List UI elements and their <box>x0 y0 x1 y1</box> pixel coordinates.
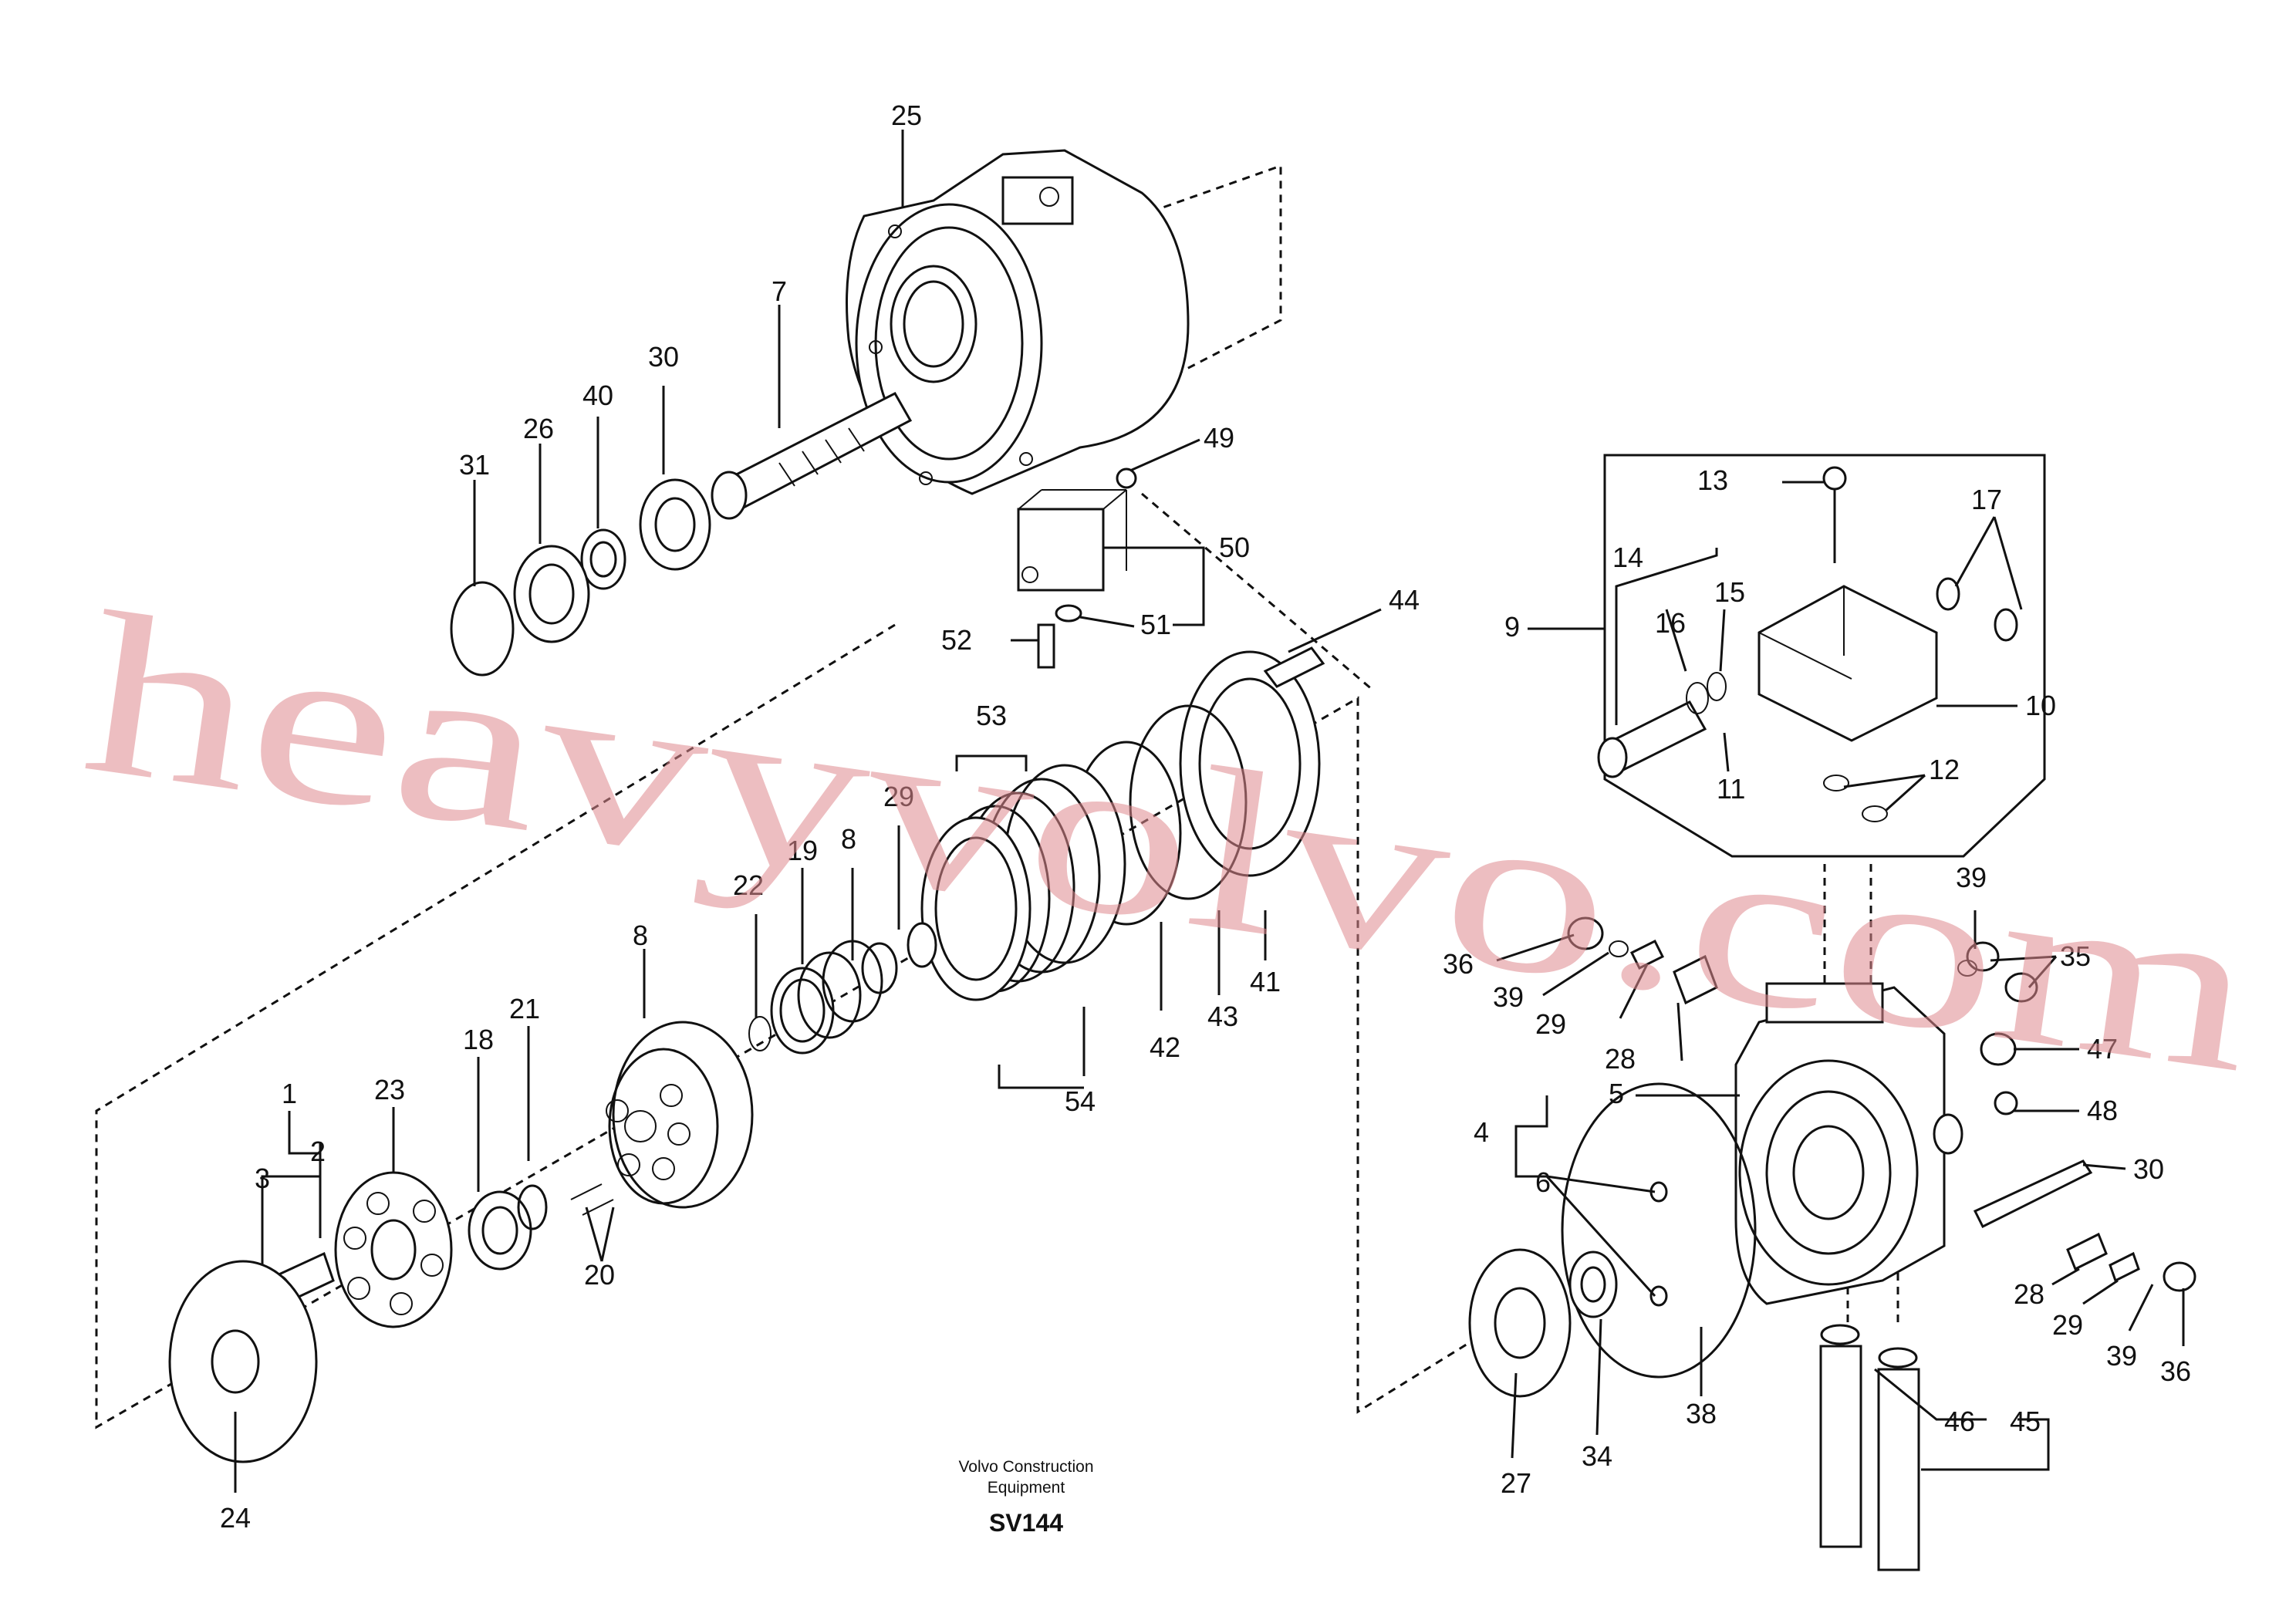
callout-8-spring: 8 <box>841 823 856 855</box>
callout-52: 52 <box>941 624 972 656</box>
motor-housing <box>846 149 1190 495</box>
callout-36-right: 36 <box>2160 1355 2191 1387</box>
callout-10: 10 <box>2025 690 2056 721</box>
callout-43: 43 <box>1207 1001 1238 1032</box>
brake-assembly <box>861 646 1325 1001</box>
callout-54: 54 <box>1065 1085 1096 1117</box>
callout-7: 7 <box>772 275 787 307</box>
callout-41: 41 <box>1250 966 1281 997</box>
callout-26: 25 <box>891 100 922 131</box>
callout-28-left: 28 <box>1605 1043 1636 1075</box>
callout-42: 42 <box>1150 1031 1180 1063</box>
brake-springs <box>748 940 883 1055</box>
callout-39-right: 39 <box>2106 1340 2137 1372</box>
callout-18: 18 <box>463 1024 494 1055</box>
callout-50: 50 <box>1219 532 1250 563</box>
callout-36-left: 36 <box>1443 948 1474 980</box>
callout-49: 49 <box>1204 422 1234 454</box>
callout-labels: 25 7 30 40 26 31 49 50 51 52 44 53 54 41… <box>220 100 2191 1534</box>
callout-6: 6 <box>1535 1166 1551 1198</box>
callout-24: 24 <box>220 1502 251 1534</box>
cover-seals <box>1649 1181 1668 1307</box>
callout-20: 20 <box>584 1259 615 1291</box>
callout-8-block: 8 <box>633 920 648 951</box>
output-shaft <box>711 392 913 520</box>
callout-17: 17 <box>1971 484 2002 515</box>
callout-4: 4 <box>1474 1116 1489 1148</box>
callout-35: 35 <box>2060 940 2091 972</box>
callout-15: 15 <box>1714 576 1745 608</box>
callout-39-left: 39 <box>1493 981 1524 1013</box>
callout-40: 40 <box>582 380 613 411</box>
relief-valve-block <box>1017 467 1137 669</box>
callout-47: 47 <box>2087 1033 2118 1065</box>
callout-38: 38 <box>1686 1398 1717 1429</box>
swash-plate <box>168 1260 318 1463</box>
shaft-bearing-set <box>450 478 711 677</box>
callout-30: 30 <box>2133 1153 2164 1185</box>
callout-27: 26 <box>523 413 554 444</box>
callout-9: 9 <box>1504 611 1520 643</box>
makeup-valves <box>1819 1324 1920 1571</box>
callout-31: 31 <box>459 449 490 481</box>
leader-lines <box>234 130 2185 1493</box>
callout-19: 19 <box>787 835 818 866</box>
callout-48: 48 <box>2087 1095 2118 1126</box>
callout-34: 34 <box>1582 1440 1612 1472</box>
callout-16: 16 <box>1655 607 1686 639</box>
callout-45: 45 <box>2010 1406 2041 1437</box>
drawing-footer: Volvo Construction Equipment SV144 <box>958 1458 1093 1537</box>
callout-14: 14 <box>1612 542 1643 573</box>
callout-29-right: 29 <box>2052 1309 2083 1341</box>
callout-29-left: 29 <box>1535 1008 1566 1040</box>
rear-cover <box>1561 982 1963 1379</box>
callout-2: 2 <box>310 1136 326 1167</box>
callout-28-right: 28 <box>2014 1278 2044 1310</box>
port-fittings <box>1567 916 2196 1292</box>
callout-32: 29 <box>883 781 914 812</box>
callout-3: 3 <box>255 1163 270 1194</box>
callout-21: 21 <box>509 993 540 1024</box>
callout-12: 12 <box>1929 754 1960 785</box>
callout-46: 46 <box>1944 1406 1975 1437</box>
callout-44: 44 <box>1389 584 1420 616</box>
callout-51: 51 <box>1140 609 1171 640</box>
callout-37: 39 <box>1956 862 1987 893</box>
callout-5: 5 <box>1609 1078 1624 1109</box>
callout-23: 23 <box>374 1074 405 1105</box>
callout-13: 13 <box>1697 464 1728 496</box>
callout-11: 11 <box>1717 773 1745 805</box>
callout-1: 1 <box>282 1078 297 1109</box>
valve-plate <box>1468 1248 1618 1398</box>
drawing-code: SV144 <box>989 1509 1063 1537</box>
control-valve-group <box>1597 454 2046 858</box>
company-line-2: Equipment <box>988 1479 1065 1497</box>
callout-25: 27 <box>1501 1467 1531 1499</box>
company-line-1: Volvo Construction <box>958 1458 1093 1476</box>
callout-33: 30 <box>648 341 679 373</box>
callout-53: 53 <box>976 700 1007 731</box>
cylinder-block <box>468 1021 754 1271</box>
callout-22: 22 <box>733 869 764 901</box>
